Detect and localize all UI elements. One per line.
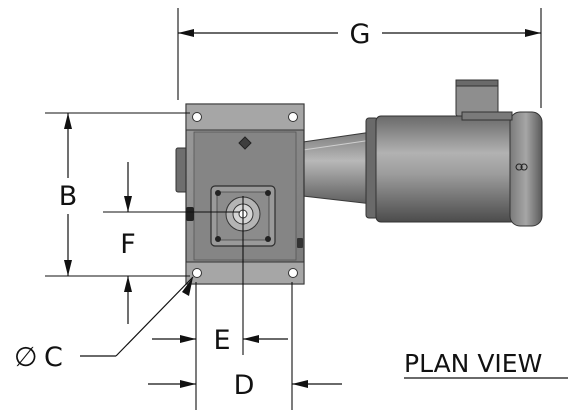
dimension-label-f: F (120, 229, 136, 260)
dimension-label-c-symbol: ∅ (14, 342, 38, 373)
view-title-group: PLAN VIEW (404, 349, 568, 379)
mounting-hole-top-right (288, 112, 298, 122)
dimension-d: D (148, 282, 342, 410)
dimension-e: E (152, 196, 288, 410)
motor-adapter (302, 131, 373, 205)
gearbox-housing (175, 103, 305, 285)
dimension-label-c: C (44, 342, 63, 373)
flange-bolt (265, 236, 271, 242)
dimension-g: G (177, 8, 542, 108)
dimension-b: B (45, 112, 190, 277)
flange-bolt (215, 236, 221, 242)
dimension-label-e: E (213, 325, 230, 356)
dimension-label-g: G (350, 19, 371, 50)
side-plug (186, 207, 194, 221)
flange-bolt (215, 190, 221, 196)
motor-assembly (302, 79, 543, 227)
view-title: PLAN VIEW (404, 349, 542, 378)
vent-plug (238, 136, 252, 150)
bottom-mounting-flange (185, 261, 305, 285)
dimension-c: ∅ C (14, 276, 194, 373)
motor-body (375, 115, 517, 223)
mounting-hole-top-left (192, 112, 202, 122)
motor-junction-box (455, 81, 499, 117)
top-mounting-flange (185, 103, 305, 131)
dimension-label-b: B (59, 181, 78, 212)
mounting-hole-bottom-right (288, 268, 298, 278)
dimension-label-d: D (234, 370, 255, 401)
flange-bolt (265, 190, 271, 196)
mounting-hole-bottom-left (192, 268, 202, 278)
dimension-f: F (103, 162, 240, 324)
